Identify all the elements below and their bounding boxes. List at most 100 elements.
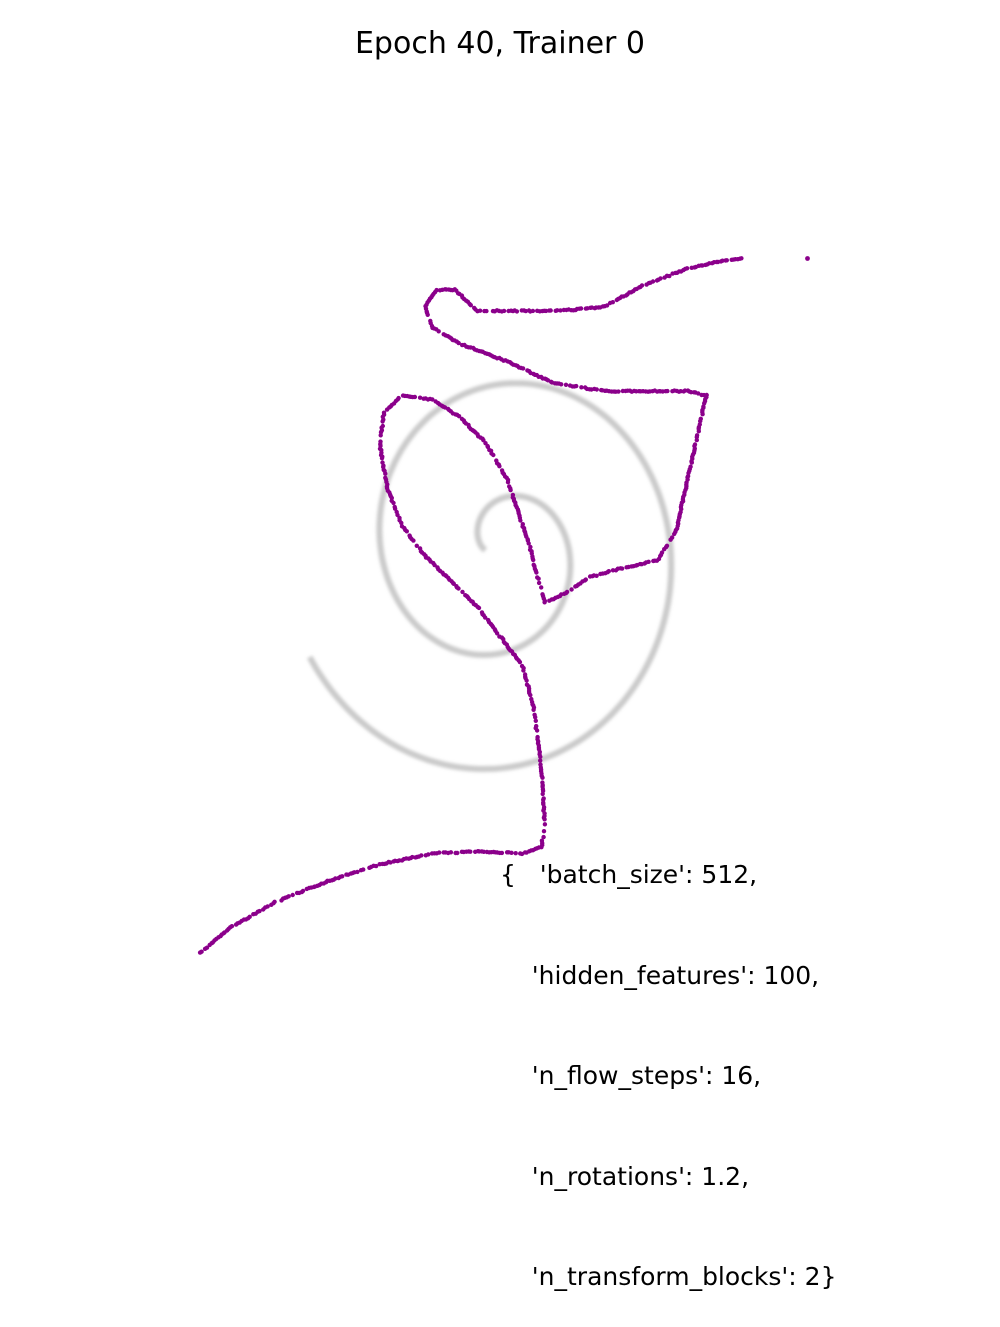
sample-point <box>428 318 433 324</box>
sample-point <box>290 892 295 898</box>
sample-point <box>407 533 412 538</box>
target-spiral-layer <box>307 380 675 773</box>
sample-point <box>659 550 665 555</box>
sample-point <box>739 256 744 261</box>
sample-point <box>525 368 530 373</box>
sample-point <box>524 682 530 687</box>
sample-point <box>558 308 563 313</box>
sample-point <box>361 867 366 872</box>
sample-point <box>667 273 672 279</box>
target-spiral <box>307 380 675 773</box>
sample-point <box>533 718 538 723</box>
sample-point <box>539 585 544 590</box>
sample-point <box>229 924 235 929</box>
sample-point <box>555 308 560 313</box>
sample-point <box>606 569 611 574</box>
sample-point <box>583 577 588 582</box>
config-line: 'n_rotations': 1.2, <box>500 1161 750 1191</box>
chart-title: Epoch 40, Trainer 0 <box>354 26 646 61</box>
sample-point <box>530 308 536 314</box>
sample-point <box>247 914 252 919</box>
sample-point <box>563 382 569 387</box>
config-line: 'hidden_features': 100, <box>500 960 820 990</box>
sample-point <box>539 838 545 843</box>
sample-point <box>697 422 702 427</box>
sample-point <box>513 851 518 856</box>
sample-point <box>272 899 277 904</box>
sample-point <box>430 397 435 402</box>
sample-point <box>414 543 419 548</box>
sample-point <box>380 423 385 429</box>
sample-point <box>340 874 345 879</box>
sample-point <box>460 342 465 348</box>
sample-point <box>543 308 549 314</box>
sample-point <box>380 460 385 465</box>
sample-point <box>542 600 547 605</box>
sample-point <box>491 452 496 458</box>
sample-point <box>300 888 306 894</box>
sample-point <box>639 283 645 288</box>
sample-point <box>534 570 539 575</box>
sample-point <box>417 546 423 551</box>
sample-point <box>536 580 542 586</box>
sample-point <box>599 387 604 393</box>
sample-point <box>548 308 553 313</box>
sample-point <box>399 524 405 529</box>
plot-area <box>197 256 810 955</box>
sample-point <box>805 256 810 261</box>
sample-point <box>417 395 423 400</box>
sample-point <box>529 696 534 702</box>
sample-point <box>508 487 513 493</box>
sample-point <box>410 854 415 860</box>
sample-point <box>460 589 465 595</box>
sample-point <box>646 559 651 564</box>
sample-point <box>541 829 547 834</box>
sample-point <box>383 475 388 480</box>
sample-point <box>468 303 473 308</box>
sample-point <box>497 464 502 469</box>
sample-point <box>412 394 418 400</box>
sample-point <box>535 734 540 740</box>
sample-points-layer <box>197 256 810 955</box>
sample-point <box>333 876 338 881</box>
sample-point <box>534 723 539 729</box>
sample-point <box>658 276 663 281</box>
sample-point <box>724 258 729 263</box>
sample-point <box>497 634 502 639</box>
sample-point <box>505 480 511 485</box>
sample-point <box>378 439 383 444</box>
sample-point <box>579 385 584 390</box>
sample-point <box>670 389 675 394</box>
sample-point <box>538 758 543 763</box>
sample-point <box>394 509 399 515</box>
sample-point <box>542 822 548 827</box>
sample-point <box>522 672 528 677</box>
sample-point <box>532 712 537 717</box>
config-line: 'n_transform_blocks': 2} <box>500 1262 837 1291</box>
sample-point <box>355 869 360 875</box>
sample-point <box>381 410 387 415</box>
sample-point <box>455 850 460 856</box>
sample-point <box>519 663 525 669</box>
sample-point <box>583 385 588 390</box>
sample-point <box>699 392 704 398</box>
sample-point <box>501 308 507 314</box>
sample-point <box>434 287 439 293</box>
sample-point <box>531 557 536 563</box>
sample-point <box>567 383 573 388</box>
sample-point <box>468 849 473 854</box>
sample-point <box>538 762 543 767</box>
config-annotation: { 'batch_size': 512, 'hidden_features': … <box>500 791 836 1327</box>
sample-point <box>265 904 270 909</box>
sample-point <box>619 566 625 571</box>
sample-point <box>540 780 545 785</box>
sample-point <box>541 834 546 840</box>
sample-point <box>509 850 514 855</box>
sample-point <box>456 414 462 419</box>
sample-point <box>694 433 700 438</box>
sample-point <box>204 945 210 950</box>
sample-point <box>199 949 204 954</box>
sample-point <box>392 504 397 510</box>
sample-point <box>610 300 615 305</box>
sample-point <box>650 279 656 284</box>
